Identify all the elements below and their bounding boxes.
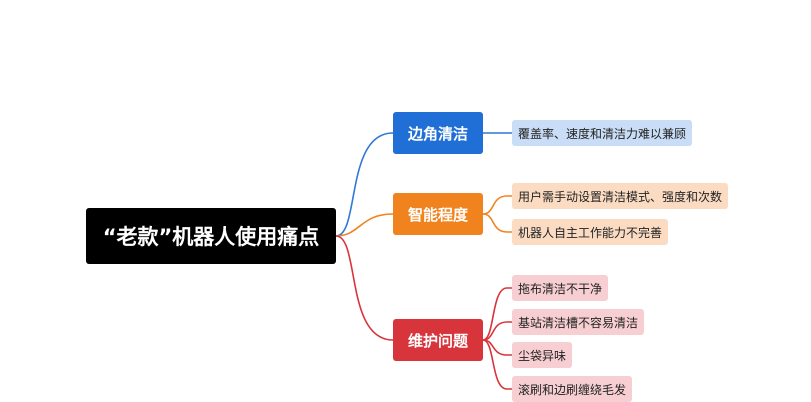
connector-branch-leaf xyxy=(482,195,512,215)
leaf-node[interactable]: 拖布清洁不干净 xyxy=(512,275,609,301)
branch-node-corner-cleaning[interactable]: 边角清洁 xyxy=(393,112,483,154)
connector-root-branch xyxy=(335,132,394,237)
connector-branch-leaf xyxy=(482,213,512,233)
leaf-node[interactable]: 基站清洁槽不容易清洁 xyxy=(512,309,645,335)
connector-branch-leaf xyxy=(482,339,512,390)
leaf-node[interactable]: 滚刷和边刷缠绕毛发 xyxy=(512,376,633,402)
connector-root-branch xyxy=(335,213,394,237)
leaf-node[interactable]: 尘袋异味 xyxy=(512,342,573,368)
branch-node-intelligence[interactable]: 智能程度 xyxy=(393,193,483,235)
connector-branch-leaf xyxy=(482,321,512,341)
leaf-node[interactable]: 机器人自主工作能力不完善 xyxy=(512,219,669,245)
leaf-node[interactable]: 覆盖率、速度和清洁力难以兼顾 xyxy=(512,120,693,146)
root-node[interactable]: “老款”机器人使用痛点 xyxy=(86,208,336,264)
branch-node-maintenance[interactable]: 维护问题 xyxy=(393,319,483,361)
connector-root-branch xyxy=(335,235,394,341)
leaf-node[interactable]: 用户需手动设置清洁模式、强度和次数 xyxy=(512,183,729,209)
connector-branch-leaf xyxy=(482,287,512,341)
